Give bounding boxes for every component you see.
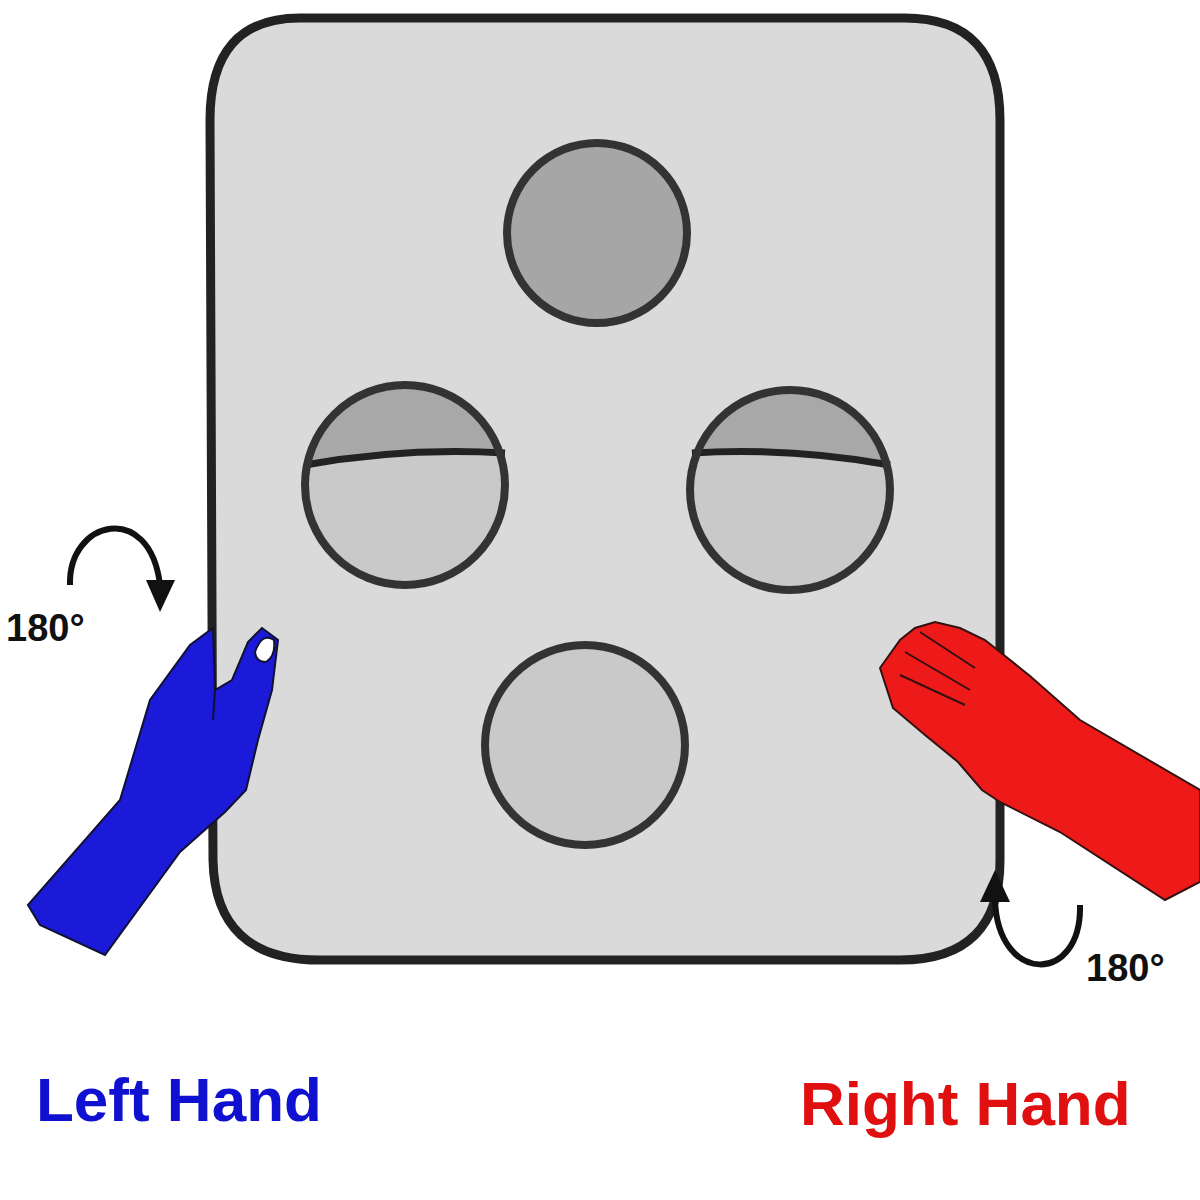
hole-top	[507, 143, 687, 323]
hole-right	[685, 385, 895, 590]
rotation-arrow	[70, 529, 175, 612]
hole-left	[300, 380, 510, 585]
hand-label: Right Hand	[800, 1070, 1131, 1138]
rotation-angle: 180°	[6, 608, 85, 650]
rotation-arrow	[980, 870, 1080, 964]
left-hand	[28, 628, 278, 955]
plate	[210, 18, 1000, 960]
right-hand	[880, 622, 1200, 900]
hand-label: Left Hand	[36, 1066, 322, 1134]
rotation-angle: 180°	[1086, 948, 1165, 990]
hole-bottom	[485, 645, 685, 845]
